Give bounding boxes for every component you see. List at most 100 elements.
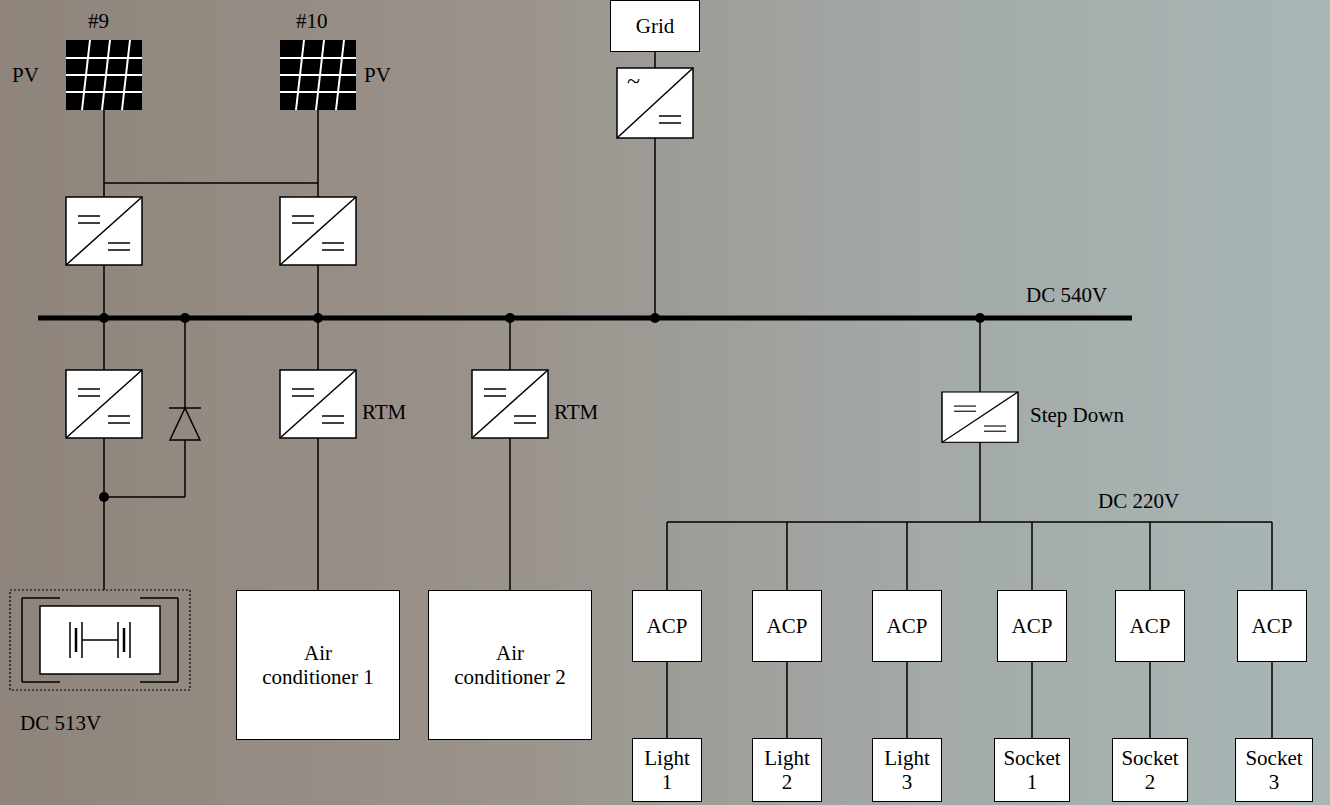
box-text: Air conditioner 2	[454, 641, 566, 689]
wire	[1271, 522, 1273, 590]
box-text: Air conditioner 1	[262, 641, 374, 689]
drawing-part	[117, 622, 119, 658]
wire	[906, 522, 908, 590]
text-holder: ACP	[1130, 614, 1171, 638]
connector-line	[1149, 662, 1151, 738]
box-text: Light 3	[881, 746, 933, 794]
callout-number: #9	[88, 10, 109, 33]
text-holder: Air conditioner 2	[454, 641, 566, 689]
dc-dc-converter	[66, 370, 142, 438]
wire	[103, 110, 105, 197]
connector	[1150, 662, 1151, 738]
text-holder: Grid	[636, 14, 675, 38]
text-holder: ACP	[647, 614, 688, 638]
drawing-part	[123, 628, 126, 652]
wire	[103, 438, 105, 590]
connector	[1032, 662, 1033, 738]
connector-line	[786, 662, 788, 738]
drawing-part	[129, 622, 131, 658]
drawing-part	[472, 370, 548, 438]
load-box: Socket 1	[994, 738, 1070, 802]
wire	[979, 318, 981, 392]
box-text: ACP	[1012, 614, 1053, 638]
pv-label: PV	[364, 64, 391, 87]
wire	[654, 138, 656, 318]
drawing-part	[66, 370, 142, 438]
dc-dc-converter	[280, 370, 356, 438]
load-box: Air conditioner 2	[428, 590, 592, 740]
drawing-part	[280, 197, 356, 265]
connector	[787, 662, 788, 738]
box-text: Socket 2	[1118, 746, 1182, 794]
box-text: ACP	[1130, 614, 1171, 638]
drawing-part	[313, 313, 323, 323]
drawing-part	[10, 590, 190, 690]
box-text: ACP	[1252, 614, 1293, 638]
text-holder: ACP	[1012, 614, 1053, 638]
drawing-part	[280, 370, 356, 438]
wire	[184, 318, 186, 408]
text-holder: Light 3	[881, 746, 933, 794]
ac-dc-converter	[617, 68, 693, 138]
converter-label: Step Down	[1030, 404, 1124, 427]
wire	[317, 265, 319, 318]
load-box: Air conditioner 1	[236, 590, 400, 740]
connector-line	[1031, 662, 1033, 738]
pv-panel	[66, 40, 142, 110]
text-holder: Air conditioner 1	[262, 641, 374, 689]
box-text: ACP	[887, 614, 928, 638]
pv-panel	[280, 40, 356, 110]
bus-voltage: DC 220V	[1098, 490, 1179, 513]
load-box: Light 3	[872, 738, 942, 802]
wire	[317, 318, 319, 370]
drawing-part	[650, 313, 660, 323]
drawing-part	[617, 68, 693, 138]
dc-220-bus	[667, 521, 1272, 523]
drawing-part	[69, 622, 71, 658]
connector-line	[1271, 662, 1273, 738]
drawing-part	[942, 392, 1018, 442]
wire	[103, 265, 105, 318]
box-text: Socket 3	[1241, 746, 1307, 794]
step-down-converter	[942, 392, 1018, 442]
acp-box: ACP	[632, 590, 702, 662]
drawing-part	[99, 313, 109, 323]
text-holder: ACP	[1252, 614, 1293, 638]
converter-label: RTM	[362, 401, 406, 424]
wire	[666, 522, 668, 590]
callout-number: #10	[296, 10, 328, 33]
box-text: Light 2	[761, 746, 813, 794]
pv-label: PV	[12, 64, 39, 87]
drawing-part	[22, 598, 178, 682]
box-text: Grid	[636, 14, 675, 38]
wire	[509, 438, 511, 590]
battery-symbol	[10, 590, 190, 690]
acp-box: ACP	[752, 590, 822, 662]
connector-line	[666, 662, 668, 738]
wire	[317, 438, 319, 590]
load-box: Socket 3	[1235, 738, 1313, 802]
text-holder: Light 1	[641, 746, 693, 794]
connector	[1272, 662, 1273, 738]
text-holder: Light 2	[761, 746, 813, 794]
load-box: Socket 2	[1112, 738, 1188, 802]
text-holder: Socket 2	[1118, 746, 1182, 794]
connector	[667, 662, 668, 738]
wire	[103, 318, 105, 370]
drawing-part	[280, 40, 356, 110]
text-holder: Socket 1	[1000, 746, 1064, 794]
bus-voltage: DC 540V	[1026, 284, 1107, 307]
acp-box: ACP	[1237, 590, 1307, 662]
wire	[786, 522, 788, 590]
converter-label: RTM	[554, 401, 598, 424]
dc-bus	[38, 316, 1132, 321]
box-text: Light 1	[641, 746, 693, 794]
wire	[1149, 522, 1151, 590]
grid-box: Grid	[610, 0, 700, 52]
connector-line	[906, 662, 908, 738]
box-text: ACP	[767, 614, 808, 638]
wire	[104, 182, 318, 184]
